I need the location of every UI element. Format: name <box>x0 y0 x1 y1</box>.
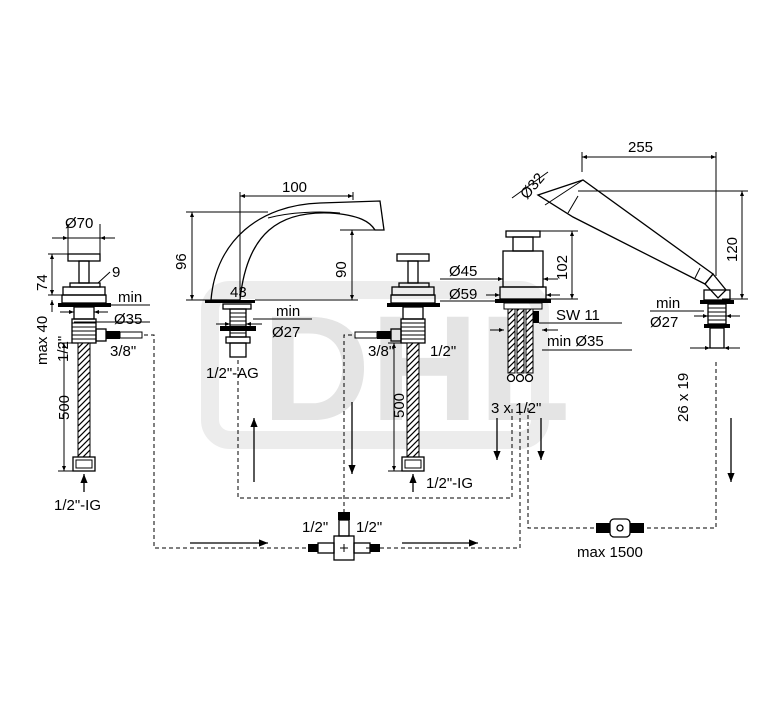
left-valve <box>58 253 143 472</box>
dim-sw11: SW 11 <box>556 307 600 324</box>
label-three-eighths-left: 3/8" <box>110 343 136 360</box>
dim-74: 74 <box>34 274 51 291</box>
dim-100: 100 <box>282 179 307 196</box>
label-half-b: 1/2" <box>356 519 382 536</box>
dim-min-spout: min <box>276 303 300 320</box>
connection-lines <box>144 334 717 549</box>
dim-min-left: min <box>118 289 142 306</box>
dim-500-mid: 500 <box>391 393 408 418</box>
dim-max40: max 40 <box>34 316 51 365</box>
t-connector: 1/2" 1/2" <box>302 512 382 561</box>
dim-43: 43 <box>230 284 247 301</box>
dim-96: 96 <box>173 253 190 270</box>
hand-shower <box>536 179 734 349</box>
dim-d27-right: Ø27 <box>650 314 678 331</box>
diverter-dimensions: 102 Ø45 Ø59 SW 11 min Ø35 3 x 1/2" <box>440 230 632 417</box>
label-3x-half: 3 x 1/2" <box>491 400 541 417</box>
dim-26x19: 26 x 19 <box>675 373 692 422</box>
spout-dimensions: 100 96 90 43 min Ø27 1/2"-AG <box>173 179 378 382</box>
label-three-eighths-mid: 3/8" <box>368 343 394 360</box>
label-half-inch-mid: 1/2" <box>430 343 456 360</box>
dim-min-right: min <box>656 295 680 312</box>
label-ig-left: 1/2"-IG <box>54 497 101 514</box>
diverter <box>495 230 551 383</box>
dim-9: 9 <box>112 264 120 281</box>
dim-min-d35: min Ø35 <box>547 333 604 350</box>
label-ig-mid: 1/2"-IG <box>426 475 473 492</box>
flow-arrows <box>190 402 735 547</box>
label-ag: 1/2"-AG <box>206 365 259 382</box>
middle-valve-dimensions: 3/8" 1/2" 500 1/2"-IG <box>368 342 473 492</box>
dim-d35-left: Ø35 <box>114 311 142 328</box>
left-valve-dimensions: Ø70 74 9 max 40 min Ø35 1/2" 3/8" 500 1/… <box>34 215 150 514</box>
dim-90: 90 <box>333 261 350 278</box>
dim-d59: Ø59 <box>449 286 477 303</box>
label-half-a: 1/2" <box>302 519 328 536</box>
dim-500-left: 500 <box>56 395 73 420</box>
dim-d27-spout: Ø27 <box>272 324 300 341</box>
dim-255: 255 <box>628 139 653 156</box>
hose-coupling: max 1500 <box>577 518 644 561</box>
dim-d45: Ø45 <box>449 263 477 280</box>
dim-120: 120 <box>724 237 741 262</box>
dim-d70: Ø70 <box>65 215 93 232</box>
dim-102: 102 <box>554 255 571 280</box>
label-max1500: max 1500 <box>577 544 643 561</box>
middle-valve <box>354 253 440 472</box>
